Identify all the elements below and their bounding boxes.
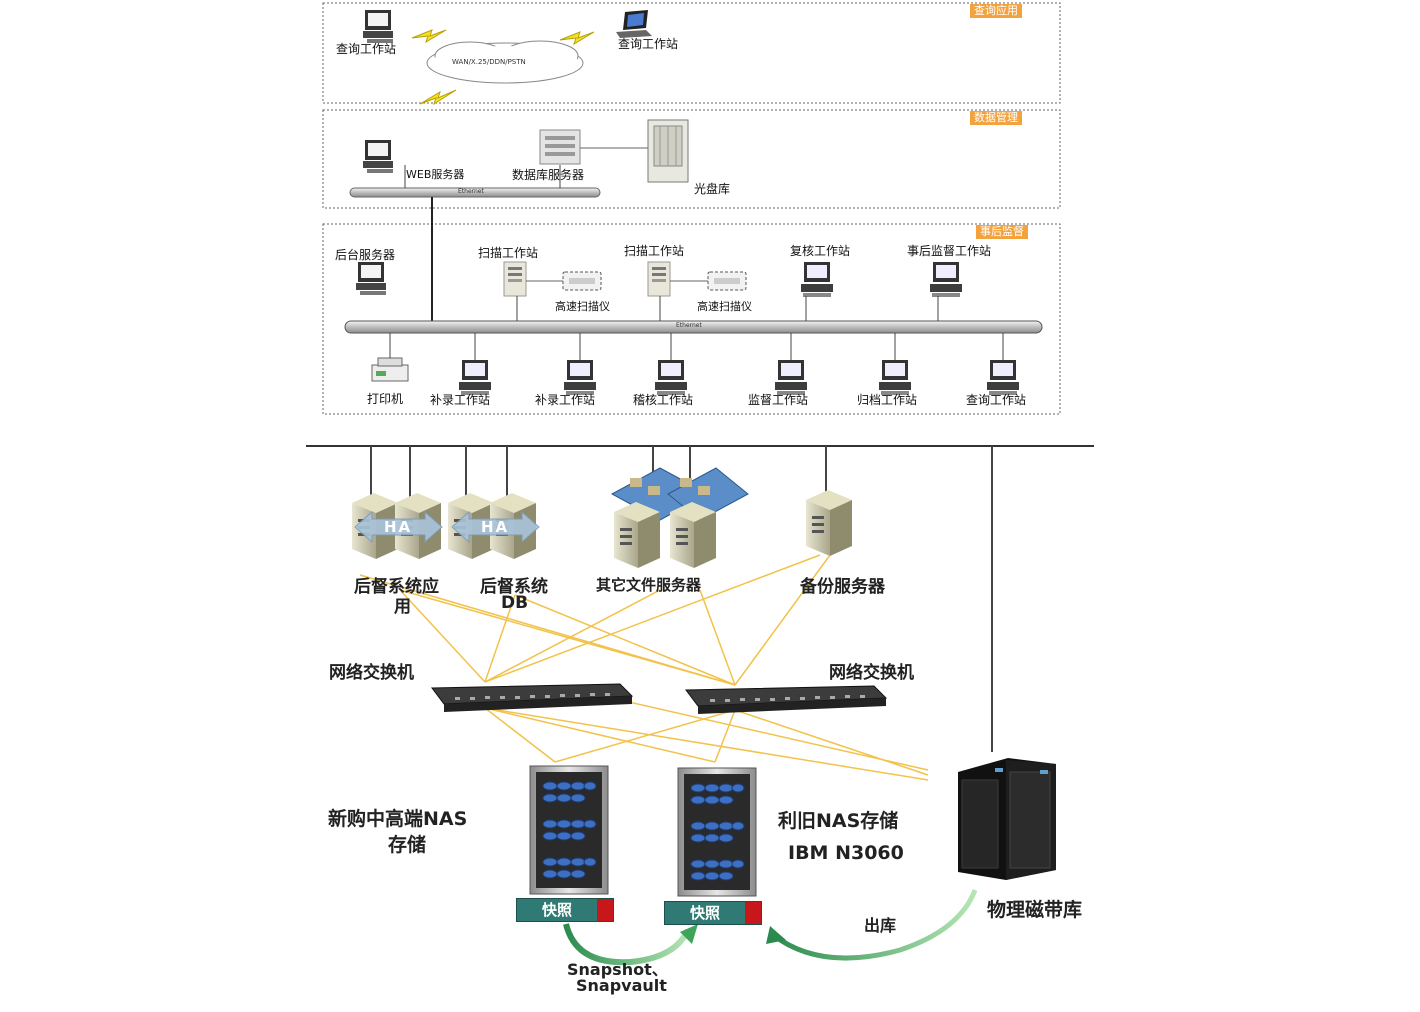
backup-server-icon [806,490,852,556]
printer-icon [371,357,409,382]
verify-workstation-icon [801,262,833,297]
workstation-icon [564,360,596,395]
workstation-icon [987,360,1019,395]
snapshot-badge-left: 快照 [516,898,614,922]
bottom-device-label: 查询工作站 [966,393,1027,407]
web-server-label: WEB服务器 [406,168,465,181]
db-server-label-line1: 后督系统 [480,577,548,597]
laptop-icon [616,10,652,38]
snapshot-badge-right: 快照 [664,901,762,925]
cloud-label: WAN/X.25/DDN/PSTN [452,58,526,66]
web-server-icon [363,140,393,173]
snapshot-badge-text: 快照 [689,904,720,922]
network-switch-icon [685,685,888,714]
lightning-icon [411,29,447,44]
app-server-label-line1: 后督系统应 [354,577,439,597]
ha-arrow-icon [451,510,540,544]
bottom-device-label: 补录工作站 [535,393,596,407]
tape-library-icon [958,758,1056,880]
snapshot-badge-marker [745,902,761,924]
scan-ws-1-label: 扫描工作站 [478,246,539,260]
file-servers-label: 其它文件服务器 [596,576,702,594]
optical-library-icon [647,119,689,183]
snapshot-label-line1: Snapshot、 [567,960,668,979]
workstation-icon [655,360,687,395]
out-lib-label: 出库 [864,916,897,935]
lightning-icon [419,89,457,106]
scan-workstation-icon [503,261,527,297]
db-server-icon [539,129,581,165]
ha-label: HA [481,518,510,536]
nas-new-icon [529,765,609,895]
zone-entry-box [322,223,1061,415]
backend-server-icon [356,262,386,295]
tape-library-label: 物理磁带库 [987,899,1083,921]
file-server-icon [670,502,716,568]
workstation-icon [879,360,911,395]
lightning-icon [559,31,595,46]
out-lib-arrow [770,889,978,961]
snapshot-badge-marker [597,899,613,921]
audit-workstation-icon [930,262,962,297]
query-workstation-left-label: 查询工作站 [336,42,397,56]
snapshot-badge-text: 快照 [541,901,572,919]
ha-label: HA [384,518,413,536]
scan-workstation-icon [647,261,671,297]
file-server-icon [614,502,660,568]
bottom-device-label: 打印机 [367,392,404,406]
bottom-device-label: 补录工作站 [430,393,491,407]
snapshot-label-line2: Snapvault [576,976,667,995]
zone-entry-title: 事后监督 [976,225,1028,239]
scanner-icon [707,271,747,291]
nas-old-label-line1: 利旧NAS存储 [778,810,899,832]
app-server-label-line2: 用 [394,597,411,617]
bottom-device-label: 归档工作站 [857,393,918,407]
switch-right-label: 网络交换机 [829,663,914,683]
network-switch-icon [431,683,634,712]
db-server-label-line2: DB [501,593,529,613]
workstation-icon [459,360,491,395]
nas-old-icon [677,767,757,897]
entry-ethernet-bus [344,320,1043,334]
nas-old-label-line2: IBM N3060 [788,842,904,864]
data-ethernet-bus [349,187,601,198]
snapshot-arrow [563,923,691,966]
db-server-label: 数据库服务器 [512,168,585,182]
entry-bus-label: Ethernet [676,322,702,329]
query-workstation-left-icon [363,10,393,43]
nas-new-label-line1: 新购中高端NAS [328,808,468,830]
zone-query-title: 查询应用 [970,4,1022,18]
scan-ws-2-label: 扫描工作站 [624,244,685,258]
bottom-device-label: 监督工作站 [748,393,809,407]
audit-ws-label: 事后监督工作站 [907,244,992,258]
workstation-icon [775,360,807,395]
ha-arrow-icon [354,510,443,544]
zone-data-title: 数据管理 [970,111,1022,125]
scanner-2-label: 高速扫描仪 [697,300,752,313]
query-workstation-right-label: 查询工作站 [618,37,679,51]
backend-server-label: 后台服务器 [335,248,396,262]
verify-ws-label: 复核工作站 [790,244,851,258]
data-bus-label: Ethernet [458,188,484,195]
switch-connections [359,554,929,781]
nas-new-label-line2: 存储 [388,834,427,856]
backup-server-label: 备份服务器 [800,577,885,597]
zone-data-box [322,109,1061,209]
switch-left-label: 网络交换机 [329,663,414,683]
scanner-icon [562,271,602,291]
scanner-1-label: 高速扫描仪 [555,300,610,313]
zone-query-box [322,2,1061,104]
optical-library-label: 光盘库 [694,182,731,196]
bottom-device-label: 稽核工作站 [633,393,694,407]
